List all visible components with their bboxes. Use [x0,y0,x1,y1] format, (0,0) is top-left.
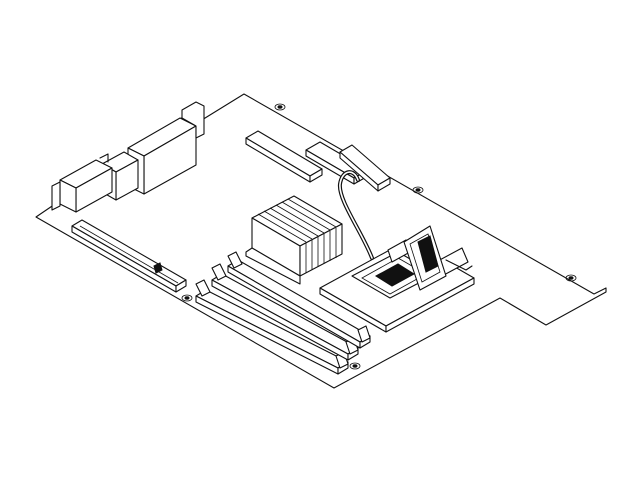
memory-slot [211,263,359,361]
mounting-hole [274,103,286,111]
socket-lever [403,225,473,291]
pci-slot [245,130,323,183]
pci-slot [339,144,391,192]
mounting-hole [181,294,193,302]
mounting-hole [412,186,424,194]
rear-io-connectors [51,101,205,213]
heatsink [245,195,343,285]
mounting-hole [349,362,361,370]
cable [337,170,374,260]
mounting-hole [565,274,577,282]
memory-slot [227,251,371,349]
agp-slot [71,219,187,293]
